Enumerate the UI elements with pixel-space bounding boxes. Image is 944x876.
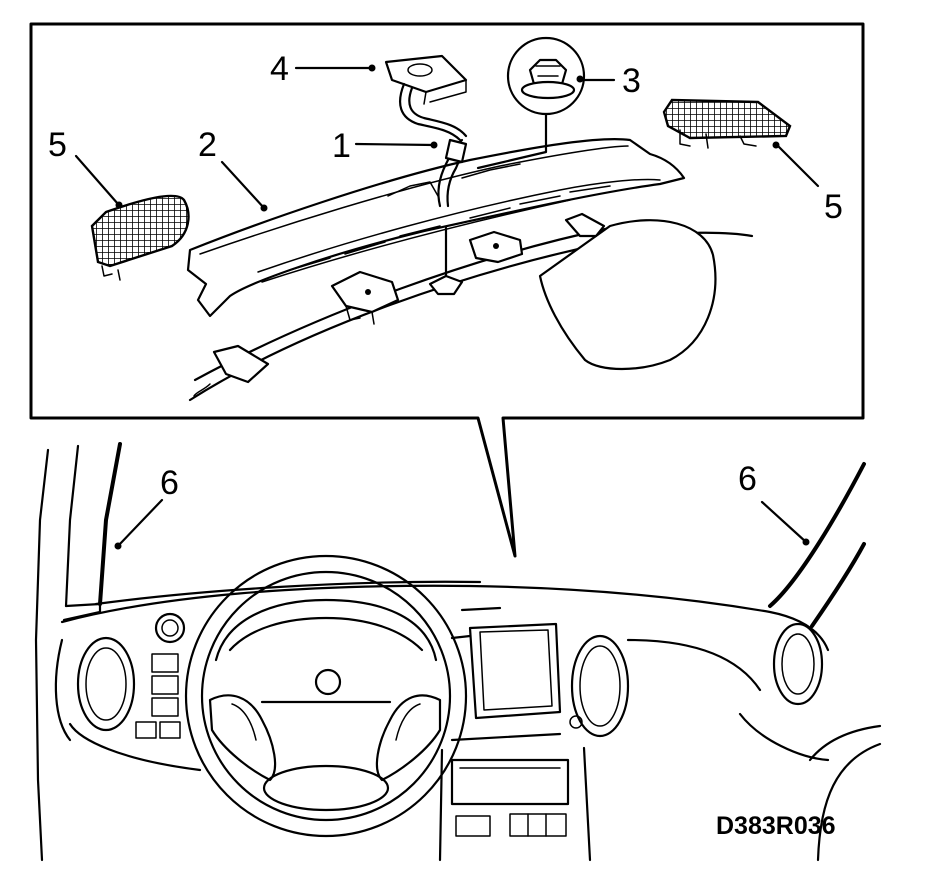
callout-5-right: 5 [824,188,843,226]
figure-code: D383R036 [716,812,836,840]
a-pillar-right [768,462,866,608]
airbag-module [186,138,686,318]
callout-2: 2 [198,126,217,164]
steering-wheel [184,554,468,838]
a-pillar-left [34,448,50,862]
inset-frame [29,22,865,558]
grille-left [90,194,190,281]
callout-4: 4 [270,50,289,88]
airbag-connector [430,138,468,208]
callout-leaders [74,64,820,550]
callout-5-left: 5 [48,126,67,164]
callout-6-left: 6 [160,464,179,502]
callout-6-right: 6 [738,460,757,498]
mounting-clip-bracket [384,54,468,142]
dashboard-panel-detail [188,212,754,402]
callout-3: 3 [622,62,641,100]
callout-1: 1 [332,127,351,165]
grille-right [662,98,792,149]
detail-inset [29,22,865,558]
dashboard-overview [34,442,882,862]
